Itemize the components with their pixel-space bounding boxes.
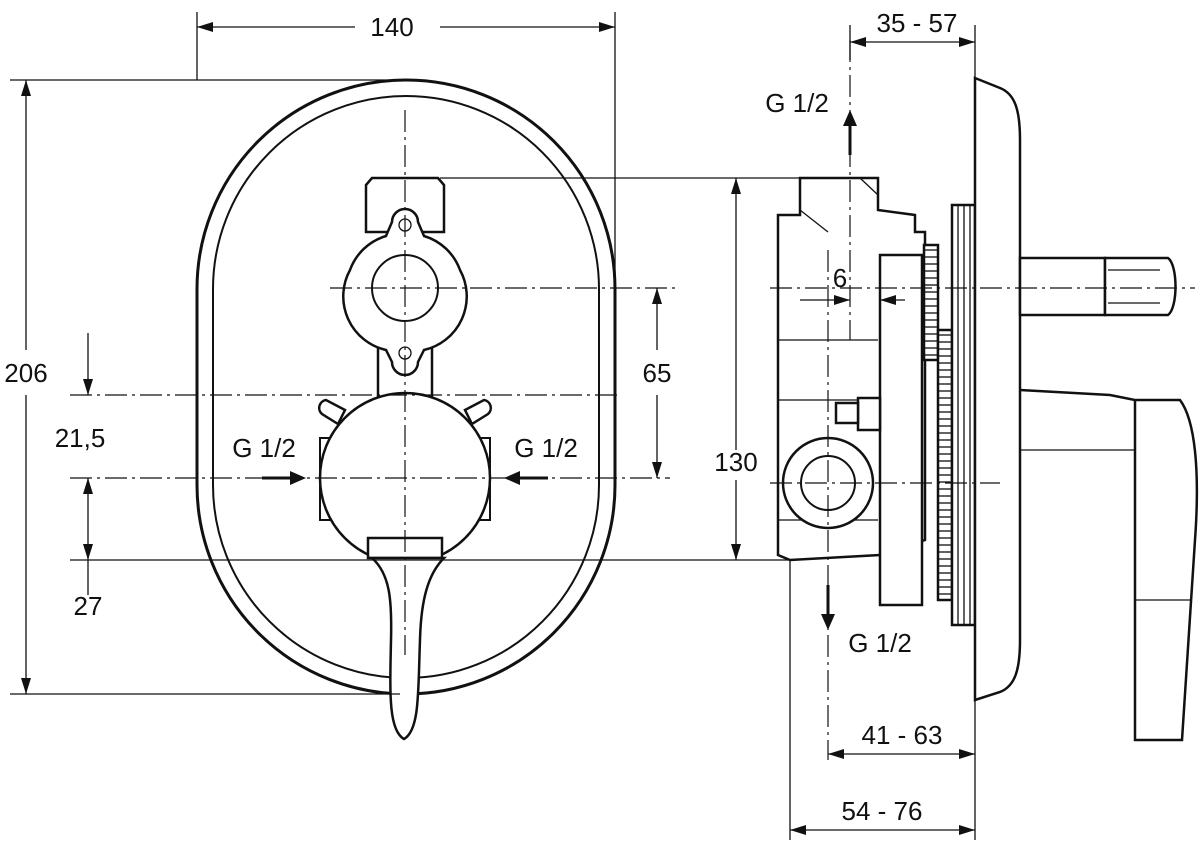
front-view bbox=[70, 78, 680, 741]
label-spacing-right: 130 bbox=[714, 447, 757, 477]
lower-ear-left bbox=[317, 398, 347, 426]
label-connection-right: G 1/2 bbox=[514, 433, 578, 463]
side-dimensions: 35 - 57 130 6 G 1/2 G 1/2 41 - 63 5 bbox=[440, 8, 976, 840]
label-side-mid: 41 - 63 bbox=[862, 720, 943, 750]
cartridge-plate bbox=[878, 253, 924, 607]
adjust-screw bbox=[834, 401, 860, 425]
gear-teeth bbox=[924, 249, 952, 595]
label-offset-a: 21,5 bbox=[55, 423, 106, 453]
spindle-tip bbox=[1103, 256, 1177, 317]
side-view bbox=[770, 40, 1199, 760]
front-dimensions: 140 206 21,5 27 65 G 1/2 G 1/2 bbox=[4, 12, 790, 695]
cover-plate-profile bbox=[973, 76, 1022, 702]
label-front-height: 206 bbox=[4, 358, 47, 388]
label-offset-b: 27 bbox=[74, 591, 103, 621]
label-side-top: 35 - 57 bbox=[877, 8, 958, 38]
label-connection-bottom: G 1/2 bbox=[848, 628, 912, 658]
label-spacing-upper: 65 bbox=[643, 358, 672, 388]
label-connection-left: G 1/2 bbox=[232, 433, 296, 463]
cartridge-nut bbox=[856, 396, 882, 432]
upper-body bbox=[364, 176, 446, 234]
side-lever bbox=[1019, 388, 1199, 742]
label-side-six: 6 bbox=[833, 263, 847, 293]
upper-gear-ring bbox=[922, 243, 940, 362]
spindle bbox=[1018, 256, 1107, 317]
lever-handle bbox=[368, 556, 448, 741]
label-front-width: 140 bbox=[370, 12, 413, 42]
label-side-bottom: 54 - 76 bbox=[842, 796, 923, 826]
label-connection-top: G 1/2 bbox=[765, 88, 829, 118]
lower-ear-right bbox=[463, 398, 493, 426]
